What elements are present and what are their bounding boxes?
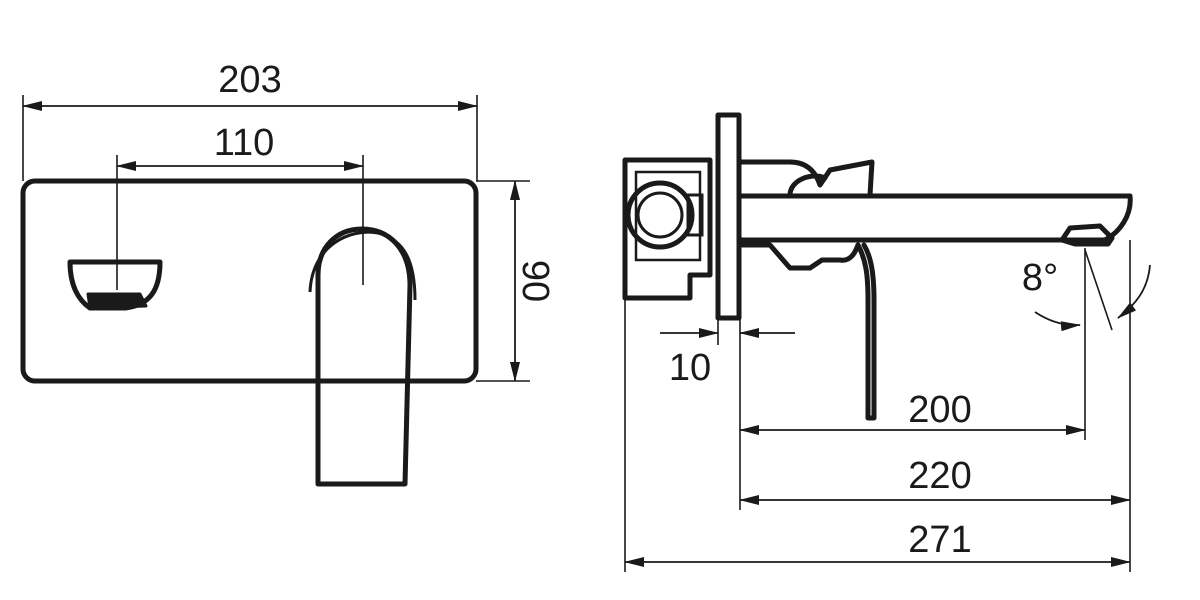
dimension-plate-height: 90 xyxy=(510,180,556,382)
dimension-overall-width: 203 xyxy=(22,59,478,111)
side-view: 10 200 220 271 8° xyxy=(622,112,1151,572)
front-view: 203 110 90 xyxy=(20,59,556,487)
dimension-plate-thickness: 10 xyxy=(660,328,795,389)
dimension-plate-to-spout-tip-label: 220 xyxy=(908,455,971,497)
spout-outlet xyxy=(67,259,163,311)
wall-plate xyxy=(20,178,479,384)
dimension-plate-height-label: 90 xyxy=(514,260,556,302)
concealed-body xyxy=(622,157,713,301)
dimension-overall-width-label: 203 xyxy=(218,59,281,101)
dimension-outlet-to-lever: 110 xyxy=(116,122,364,171)
spout xyxy=(737,193,1133,247)
dimension-spout-angle-label: 8° xyxy=(1022,257,1058,299)
dimension-plate-to-spout-tip: 220 xyxy=(739,455,1131,505)
dimension-overall-depth-label: 271 xyxy=(908,519,971,561)
lever-side xyxy=(737,159,877,421)
dimension-spout-projection: 200 xyxy=(739,389,1086,435)
dimension-spout-angle: 8° xyxy=(1022,257,1151,332)
dimension-overall-depth: 271 xyxy=(624,519,1131,567)
dimension-outlet-to-lever-label: 110 xyxy=(214,122,275,164)
wall-plate-side xyxy=(715,112,742,321)
dimension-plate-thickness-label: 10 xyxy=(669,347,711,389)
lever-handle xyxy=(308,226,417,487)
dimension-spout-projection-label: 200 xyxy=(908,389,971,431)
